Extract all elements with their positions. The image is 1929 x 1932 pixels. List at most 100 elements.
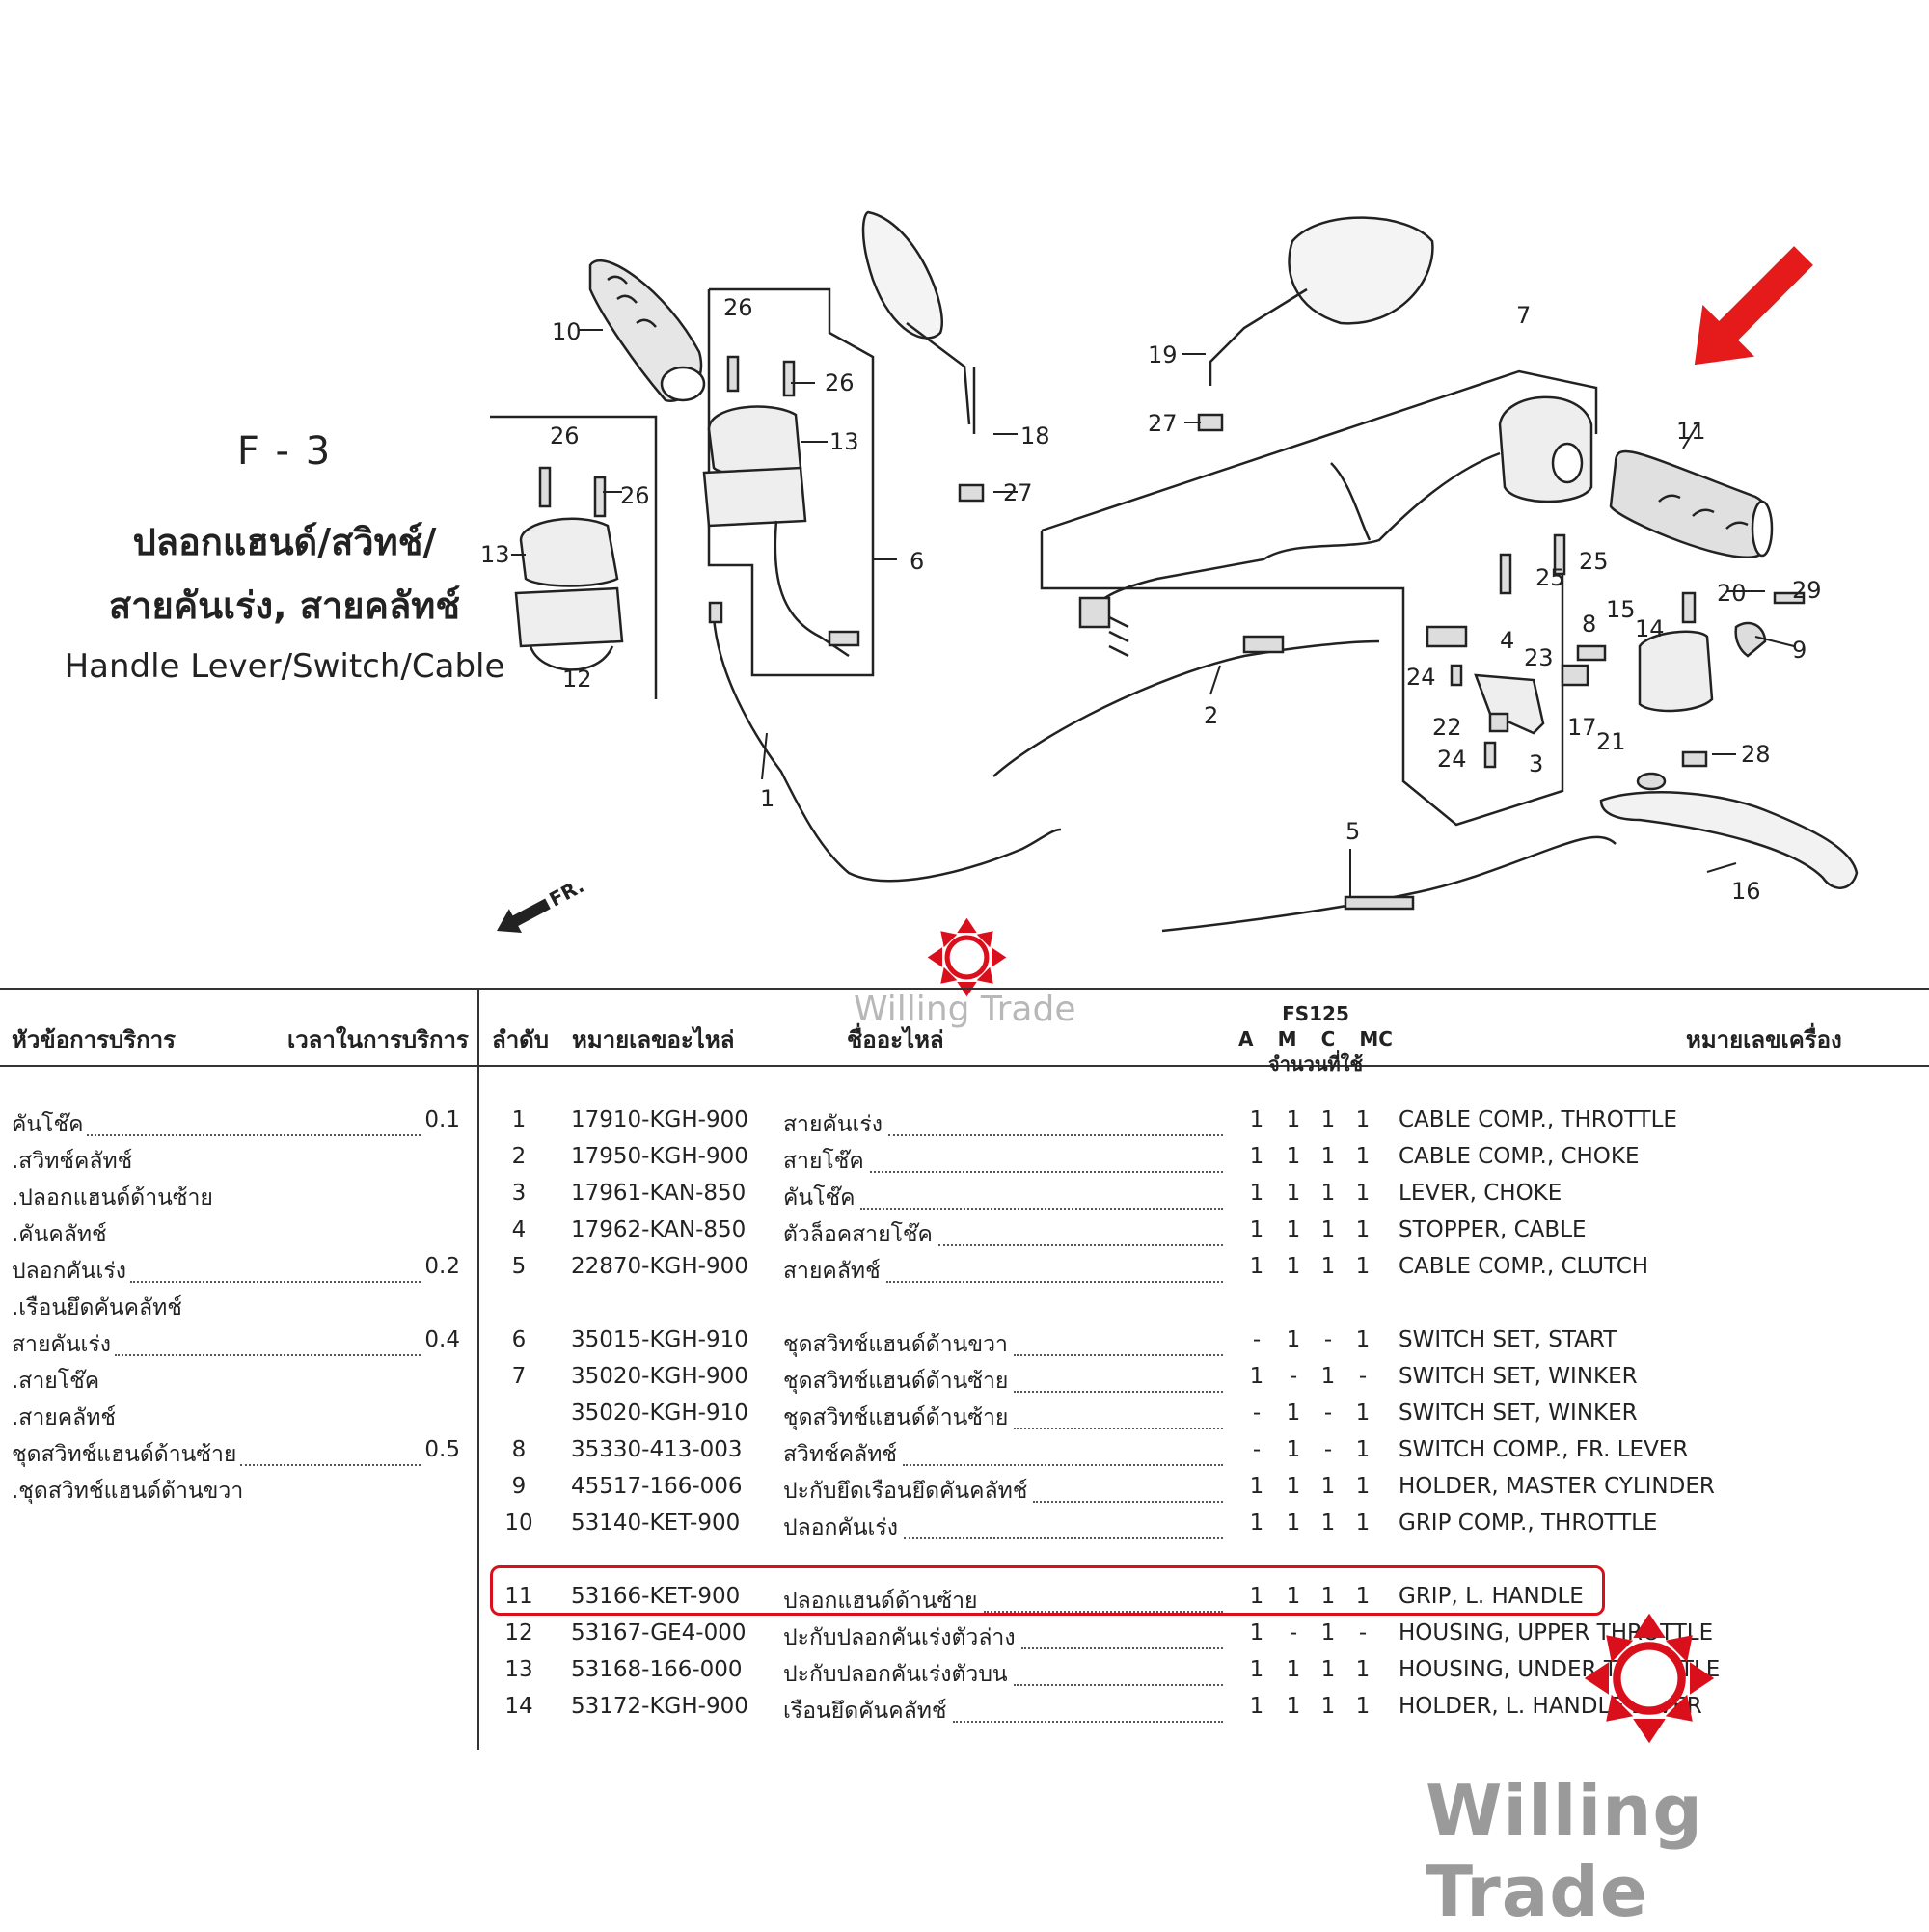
row-part-name-en: STOPPER, CABLE [1399, 1217, 1587, 1242]
header-model-qty: FS125 A M C MC จำนวนที่ใช้ [1238, 1001, 1393, 1076]
clutch-lever-part [1599, 791, 1859, 889]
leader-dots [952, 1694, 1223, 1723]
leader-dots [1013, 1327, 1223, 1356]
throttle-grip-part [588, 259, 706, 403]
svg-text:27: 27 [1148, 410, 1178, 437]
row-part-name-text: เรือนยึดคันคลัทช์ [783, 1699, 947, 1724]
row-part-number: 35020-KGH-900 [571, 1364, 748, 1389]
row-part-name-en: SWITCH COMP., FR. LEVER [1399, 1437, 1689, 1462]
row-qty: 1 [1249, 1474, 1264, 1499]
row-qty: 1 [1249, 1584, 1264, 1609]
row-part-name-text: สวิทช์คลัทช์ [783, 1442, 897, 1467]
row-part-number: 35015-KGH-910 [571, 1327, 748, 1352]
watermark-text-large: Willing Trade [1426, 1770, 1703, 1932]
leader-dots [869, 1144, 1223, 1173]
svg-text:12: 12 [562, 666, 592, 693]
row-part-number: 17910-KGH-900 [571, 1107, 748, 1132]
row-qty: 1 [1286, 1144, 1301, 1169]
row-part-name-text: ปะกับปลอกคันเร่งตัวล่าง [783, 1625, 1016, 1650]
nut-27-lower [958, 483, 985, 503]
row-qty: 1 [1320, 1181, 1336, 1206]
row-part-name: ปลอกคันเร่ง [783, 1510, 1229, 1545]
row-part-number: 22870-KGH-900 [571, 1254, 748, 1279]
service-item: .สายโช๊ค [12, 1364, 460, 1399]
table-header-rule [0, 1065, 1929, 1067]
service-item: .สวิทช์คลัทช์ [12, 1144, 460, 1179]
lever-holder-part [1638, 621, 1767, 713]
row-part-name-en: SWITCH SET, START [1399, 1327, 1617, 1352]
row-part-number: 35020-KGH-910 [571, 1401, 748, 1426]
svg-text:FR.: FR. [545, 874, 587, 912]
washer-part [1488, 712, 1509, 733]
variant-a: A [1238, 1027, 1254, 1050]
svg-text:15: 15 [1606, 596, 1636, 623]
svg-text:20: 20 [1717, 580, 1747, 607]
header-part-name: ชื่ออะไหล่ [847, 1026, 944, 1053]
leader-dots [937, 1217, 1223, 1246]
row-qty: 1 [1355, 1107, 1371, 1132]
leader-dots [1013, 1657, 1223, 1686]
leader-dots [130, 1254, 421, 1283]
row-qty: 1 [1355, 1254, 1371, 1279]
service-item-label: ปลอกคันเร่ง [12, 1259, 126, 1284]
row-number: 9 [511, 1474, 527, 1499]
row-qty: 1 [1320, 1474, 1336, 1499]
row-number: 11 [504, 1584, 533, 1609]
row-qty: 1 [1355, 1694, 1371, 1719]
row-part-name-text: ปะกับยึดเรือนยึดคันคลัทช์ [783, 1479, 1028, 1504]
throttle-cable-part [712, 616, 1062, 883]
svg-text:19: 19 [1148, 341, 1178, 368]
service-item-label: .เรือนยึดคันคลัทช์ [12, 1295, 182, 1320]
row-qty: - [1323, 1437, 1333, 1462]
svg-text:26: 26 [550, 422, 580, 449]
row-number: 14 [504, 1694, 533, 1719]
row-part-number: 17961-KAN-850 [571, 1181, 747, 1206]
service-item-time: 0.1 [424, 1107, 460, 1132]
service-item: .ชุดสวิทช์แฮนด์ด้านขวา [12, 1474, 460, 1509]
leader-dots [887, 1107, 1223, 1136]
row-part-number: 53167-GE4-000 [571, 1620, 747, 1646]
row-qty: 1 [1355, 1657, 1371, 1682]
svg-text:23: 23 [1524, 644, 1554, 671]
left-grip-part [1609, 449, 1774, 558]
header-qty-label: จำนวนที่ใช้ [1267, 1052, 1364, 1075]
svg-text:18: 18 [1020, 422, 1050, 449]
leader-dots [885, 1254, 1223, 1283]
service-item-label: .ปลอกแฮนด์ด้านซ้าย [12, 1185, 213, 1211]
svg-text:9: 9 [1792, 637, 1807, 664]
highlight-row-11 [490, 1565, 1605, 1616]
svg-text:16: 16 [1731, 878, 1761, 905]
row-part-name-text: ปลอกแฮนด์ด้านซ้าย [783, 1589, 978, 1614]
watermark-logo-small [927, 917, 1007, 997]
variant-m: M [1277, 1027, 1297, 1050]
row-qty: 1 [1249, 1657, 1264, 1682]
right-mirror-part [1209, 216, 1434, 386]
row-part-name: เรือนยึดคันคลัทช์ [783, 1694, 1229, 1728]
table-top-rule [0, 988, 1929, 990]
row-qty: 1 [1355, 1401, 1371, 1426]
row-number: 3 [511, 1181, 527, 1206]
variant-c: C [1320, 1027, 1336, 1050]
watermark-text-small: Willing Trade [854, 990, 1076, 1029]
svg-text:7: 7 [1516, 302, 1531, 329]
front-direction-arrow: FR. [497, 874, 587, 934]
row-qty: 1 [1355, 1437, 1371, 1462]
row-qty: 1 [1249, 1694, 1264, 1719]
svg-text:1: 1 [760, 785, 774, 812]
service-item-label: ชุดสวิทช์แฮนด์ด้านซ้าย [12, 1442, 237, 1467]
figure-title-th-2: สายคันเร่ง, สายคลัทช์ [108, 585, 461, 627]
left-mirror-part [861, 210, 976, 434]
figure-title-th-1: ปลอกแฮนด์/สวิทช์/ [132, 521, 437, 563]
row-qty: 1 [1249, 1181, 1264, 1206]
leader-dots [1020, 1620, 1223, 1649]
row-number: 6 [511, 1327, 527, 1352]
row-qty: 1 [1355, 1510, 1371, 1536]
service-item: .เรือนยึดคันคลัทช์ [12, 1291, 460, 1325]
row-qty: 1 [1320, 1620, 1336, 1646]
row-part-name-en: GRIP COMP., THROTTLE [1399, 1510, 1658, 1536]
